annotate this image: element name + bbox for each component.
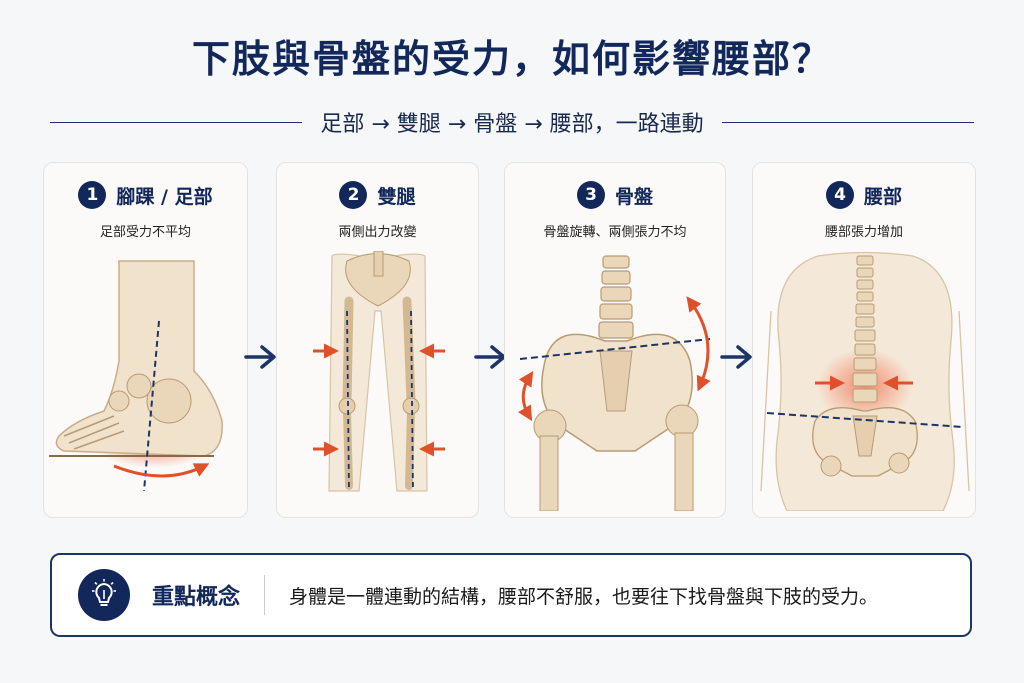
lightbulb-icon — [78, 569, 130, 621]
step-name: 骨盤 — [614, 185, 653, 208]
step-description: 骨盤旋轉、兩側張力不均 — [543, 225, 687, 240]
step-name: 雙腿 — [377, 185, 416, 208]
subtitle-row: 足部 → 雙腿 → 骨盤 → 腰部，一路連動 — [50, 104, 975, 140]
step-number-badge: 1 — [78, 181, 107, 209]
step-description: 兩側出力改變 — [338, 225, 417, 240]
step-card-lower-back: 4 腰部 腰部張力增加 — [752, 162, 976, 518]
step-card-legs: 2 雙腿 兩側出力改變 — [276, 162, 479, 518]
flow-arrow-icon — [244, 345, 276, 369]
step-header: 1 腳踝 / 足部 — [44, 181, 247, 209]
step-number-badge: 4 — [825, 181, 854, 209]
step-description: 腰部張力增加 — [824, 225, 903, 240]
step-card-foot: 1 腳踝 / 足部 足部受力不平均 — [43, 162, 248, 518]
key-point-box: 重點概念 身體是一體連動的結構，腰部不舒服，也要往下找骨盤與下肢的受力。 — [50, 553, 972, 637]
flow-arrow-icon — [474, 345, 506, 369]
lower-back-illustration — [760, 251, 970, 511]
key-point-title: 重點概念 — [152, 585, 241, 610]
subtitle-left-rule — [50, 121, 303, 123]
step-number-badge: 3 — [576, 181, 605, 209]
key-point-text: 身體是一體連動的結構，腰部不舒服，也要往下找骨盤與下肢的受力。 — [289, 585, 879, 608]
step-name: 腳踝 / 足部 — [116, 185, 213, 208]
step-description: 足部受力不平均 — [99, 225, 191, 240]
step-header: 3 骨盤 — [505, 181, 725, 209]
step-card-pelvis: 3 骨盤 骨盤旋轉、兩側張力不均 — [504, 162, 726, 518]
step-number-badge: 2 — [339, 181, 368, 209]
foot-ankle-illustration — [49, 260, 223, 492]
legs-illustration — [313, 251, 445, 492]
subtitle: 足部 → 雙腿 → 骨盤 → 腰部，一路連動 — [320, 112, 704, 137]
step-name: 腰部 — [863, 185, 902, 208]
subtitle-right-rule — [721, 121, 975, 123]
step-header: 2 雙腿 — [277, 181, 478, 209]
pelvis-illustration — [517, 255, 711, 511]
flow-arrow-icon — [720, 345, 752, 369]
key-point-divider — [264, 575, 266, 615]
page-title: 下肢與骨盤的受力，如何影響腰部？ — [191, 37, 832, 81]
step-header: 4 腰部 — [753, 181, 975, 209]
